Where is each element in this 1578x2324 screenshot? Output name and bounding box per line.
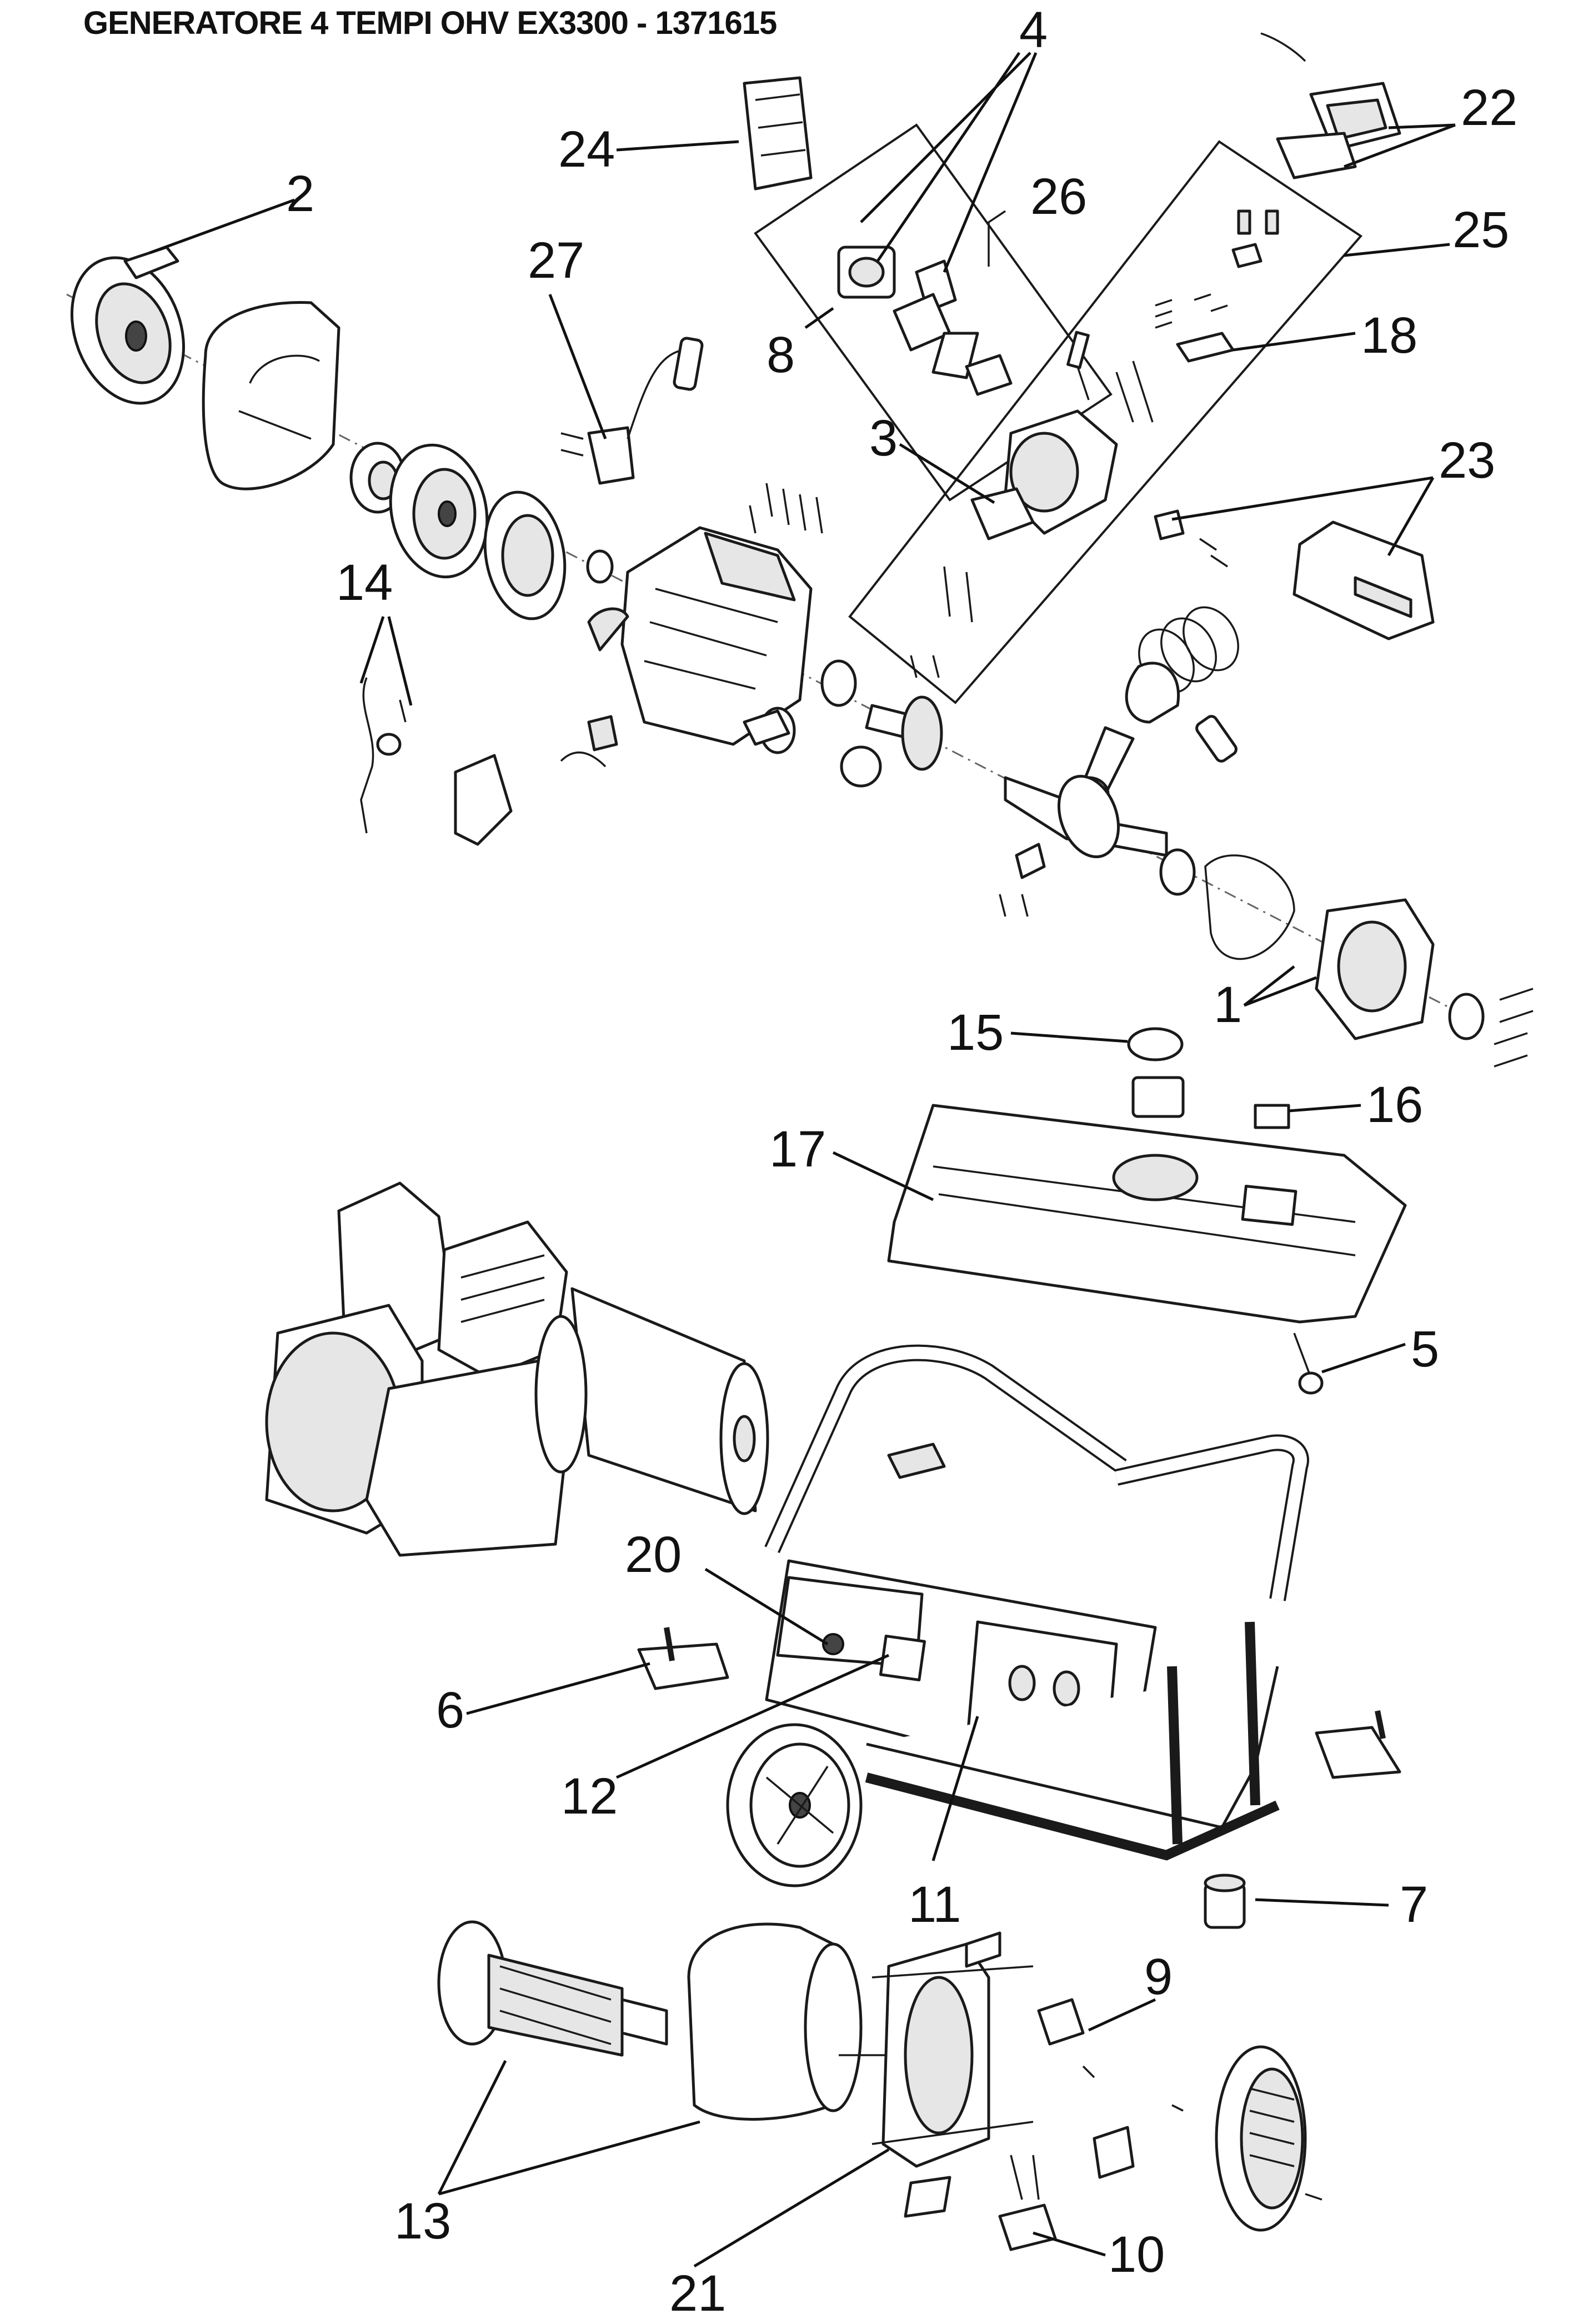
leader-8 — [804, 307, 834, 329]
callout-18: 18 — [1361, 307, 1417, 364]
crankcase-part — [586, 526, 813, 746]
crankshaft-part — [999, 774, 1168, 917]
callout-24: 24 — [558, 121, 615, 178]
callout-27: 27 — [528, 232, 584, 289]
callout-22: 22 — [1461, 79, 1517, 136]
leader-27 — [548, 294, 607, 439]
alternator-rotor-part — [437, 1920, 668, 2057]
callout-4: 4 — [1019, 2, 1048, 58]
camshaft-part — [840, 695, 943, 788]
end-cover-part — [1215, 2045, 1322, 2232]
leader-11 — [931, 1716, 979, 1861]
callout-10: 10 — [1108, 2226, 1165, 2283]
avr-regulator-part — [998, 2155, 1057, 2251]
alternator-stator-part — [687, 1922, 894, 2121]
leader-16 — [1288, 1104, 1361, 1113]
rubber-foot-part — [1204, 1874, 1246, 1929]
callout-25: 25 — [1452, 202, 1509, 258]
governor-parts — [587, 607, 857, 754]
carburetor-part — [837, 246, 1013, 396]
callout-12: 12 — [561, 1768, 618, 1825]
callout-8: 8 — [767, 327, 795, 383]
fuel-tank-part — [887, 1027, 1407, 1395]
assembled-engine-part — [265, 1181, 769, 1557]
leader-13 — [437, 2060, 700, 2196]
wheel-part — [726, 1723, 863, 1887]
head-valve-group-outline — [848, 140, 1363, 704]
leader-15 — [1010, 1031, 1128, 1043]
callout-13: 13 — [394, 2193, 451, 2250]
alternator-housing-part — [871, 1931, 1034, 2218]
leader-25 — [1344, 243, 1450, 257]
piston-part — [1125, 606, 1239, 763]
choke-rod-part — [988, 210, 1006, 267]
callout-9: 9 — [1144, 1949, 1173, 2005]
leader-1 — [1243, 965, 1317, 1007]
leader-3 — [899, 443, 995, 504]
air-filter-part — [743, 76, 813, 191]
leader-10 — [1033, 2231, 1106, 2257]
pushrods-part — [1066, 330, 1154, 423]
side-cover-part — [1159, 848, 1534, 1068]
callout-6: 6 — [436, 1682, 464, 1739]
leader-24 — [616, 140, 739, 152]
callout-14: 14 — [336, 554, 393, 611]
leader-5 — [1321, 1343, 1406, 1374]
engine-mount-part — [637, 1627, 729, 1690]
leader-23 — [1171, 476, 1435, 557]
valve-springs-part — [910, 209, 1279, 678]
diagram-title: GENERATORE 4 TEMPI OHV EX3300 - 1371615 — [83, 5, 777, 41]
carburetor-group-outline — [754, 123, 1113, 502]
callout-7: 7 — [1400, 1876, 1428, 1933]
leader-20 — [704, 1567, 829, 1646]
recoil-starter-part — [70, 246, 186, 405]
callout-26: 26 — [1030, 168, 1087, 225]
callout-1: 1 — [1214, 976, 1242, 1033]
brush-holder-part — [1037, 1998, 1184, 2179]
handle-bracket-part — [1315, 1710, 1401, 1779]
callout-16: 16 — [1366, 1076, 1423, 1133]
leader-12 — [615, 1654, 890, 1779]
governor-arm-part — [454, 715, 618, 846]
callout-5: 5 — [1411, 1321, 1439, 1378]
leader-7 — [1255, 1898, 1389, 1907]
fan-shroud-part — [202, 300, 340, 490]
callout-2: 2 — [286, 166, 314, 222]
callout-20: 20 — [625, 1526, 682, 1583]
callout-11: 11 — [908, 1876, 961, 1933]
leader-6 — [466, 1662, 650, 1715]
leader-4 — [860, 52, 1038, 273]
flywheel-part — [349, 442, 567, 620]
rocker-cover-part — [1260, 32, 1401, 179]
cylinder-bolts-part — [749, 483, 823, 534]
leader-17 — [832, 1151, 934, 1201]
leader-2 — [149, 198, 295, 254]
leader-14 — [359, 616, 413, 706]
frame-part — [764, 1344, 1309, 1861]
cylinder-head-part — [970, 409, 1118, 540]
leader-22 — [1344, 123, 1456, 168]
oil-switch-part — [360, 677, 407, 834]
leader-21 — [693, 2148, 890, 2268]
callout-17: 17 — [769, 1121, 826, 1178]
callout-15: 15 — [947, 1004, 1004, 1061]
leader-18 — [1233, 332, 1356, 352]
leader-9 — [1088, 1998, 1156, 2032]
callout-3: 3 — [869, 410, 898, 467]
callout-23: 23 — [1439, 432, 1495, 489]
ignition-coil-part — [560, 337, 704, 485]
muffler-part — [1154, 509, 1435, 640]
callout-21: 21 — [669, 2265, 726, 2322]
